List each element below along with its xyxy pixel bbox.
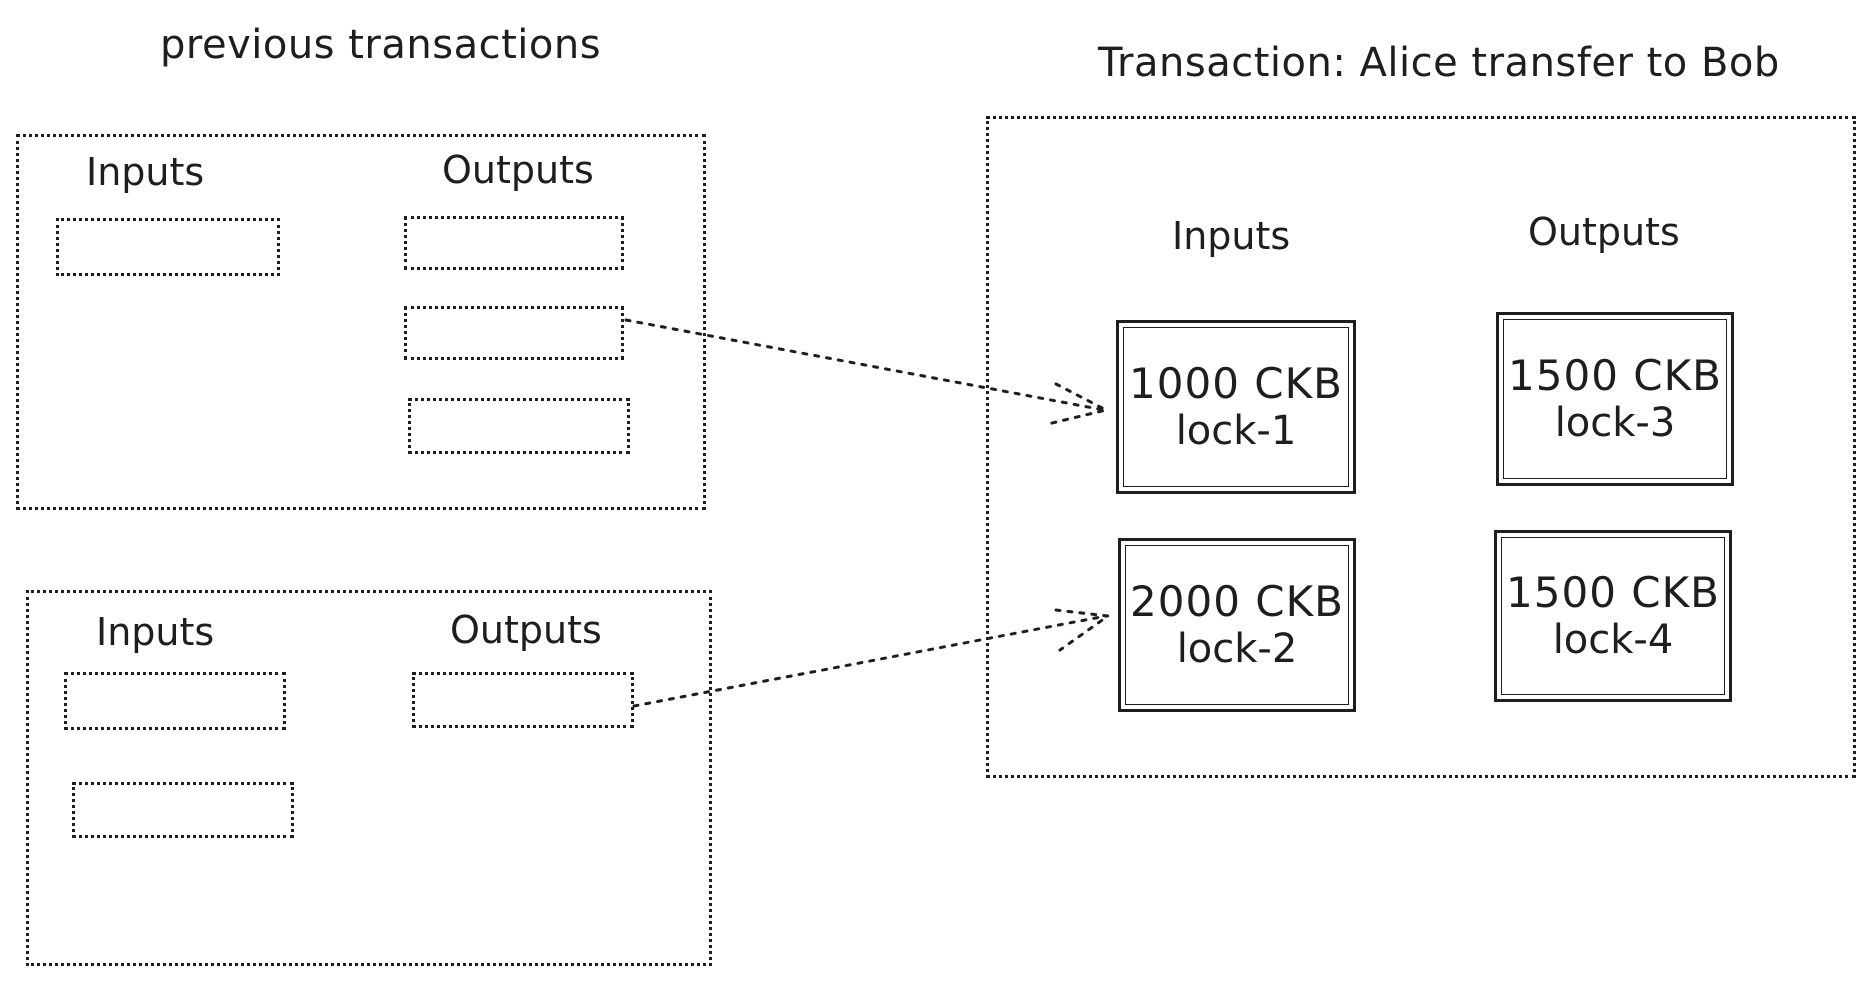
prev-tx-1-output-cell-2: [404, 306, 624, 360]
prev-tx-1-input-cell: [56, 218, 280, 276]
tx-output-2-amount: 1500 CKB: [1506, 567, 1720, 617]
prev-tx-2-input-cell-1: [64, 672, 286, 730]
tx-input-1-lock: lock-1: [1175, 408, 1297, 455]
arrow-1-head: [1046, 382, 1111, 426]
transaction-title: Transaction: Alice transfer to Bob: [1098, 40, 1780, 86]
previous-transactions-title: previous transactions: [160, 22, 602, 68]
arrow-2-head: [1054, 608, 1113, 652]
tx-input-2-lock: lock-2: [1176, 626, 1298, 673]
tx-output-1-lock: lock-3: [1554, 400, 1676, 447]
tx-input-cell-2: 2000 CKB lock-2: [1118, 538, 1356, 712]
previous-transaction-2: [26, 590, 712, 966]
tx-input-1-amount: 1000 CKB: [1129, 358, 1343, 408]
prev-tx-1-inputs-label: Inputs: [86, 150, 205, 194]
prev-tx-2-outputs-label: Outputs: [450, 608, 602, 652]
tx-output-cell-1: 1500 CKB lock-3: [1496, 312, 1734, 486]
tx-outputs-label: Outputs: [1528, 210, 1680, 254]
previous-transaction-1: [16, 134, 706, 510]
prev-tx-1-output-cell-1: [404, 216, 624, 270]
prev-tx-1-output-cell-3: [408, 398, 630, 454]
tx-output-1-amount: 1500 CKB: [1508, 350, 1722, 400]
prev-tx-1-outputs-label: Outputs: [442, 148, 594, 192]
arrow-1-line: [624, 318, 1106, 412]
tx-output-2-lock: lock-4: [1552, 617, 1674, 664]
tx-output-cell-2: 1500 CKB lock-4: [1494, 530, 1732, 702]
prev-tx-2-input-cell-2: [72, 782, 294, 838]
tx-input-cell-1: 1000 CKB lock-1: [1116, 320, 1356, 494]
tx-inputs-label: Inputs: [1172, 214, 1291, 258]
prev-tx-2-inputs-label: Inputs: [96, 610, 215, 654]
alice-to-bob-transaction: [986, 116, 1856, 778]
arrow-2-line: [632, 614, 1108, 708]
prev-tx-2-output-cell: [412, 672, 634, 728]
tx-input-2-amount: 2000 CKB: [1130, 576, 1344, 626]
